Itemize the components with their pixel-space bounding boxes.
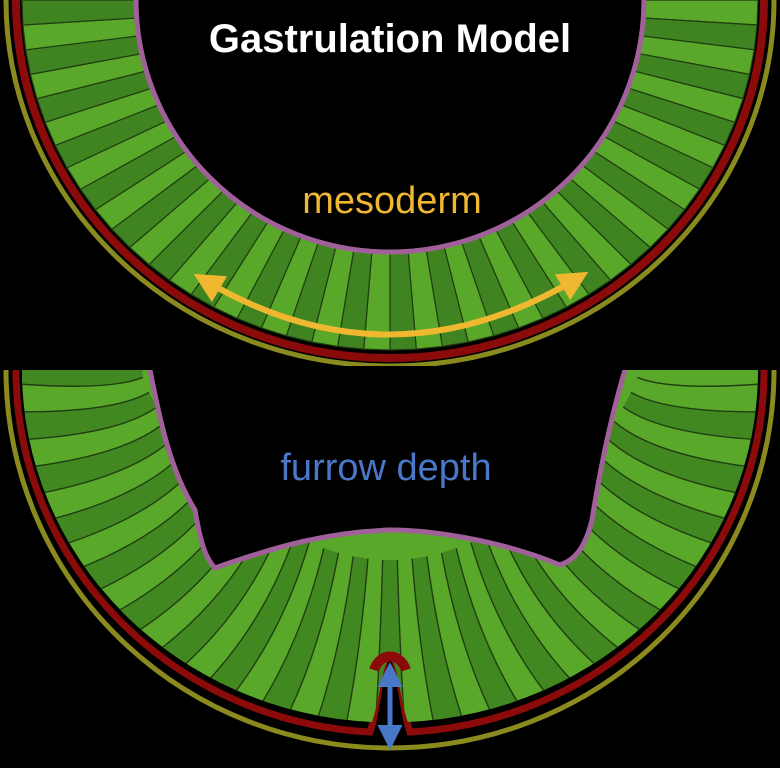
cell-boundary [21, 391, 150, 413]
cell-boundary [345, 558, 369, 722]
top-vitelline-membrane [3, 0, 777, 366]
cell-boundary [316, 556, 354, 720]
cell-boundary [484, 535, 573, 682]
cell [604, 421, 749, 494]
cell-boundary [613, 421, 749, 468]
cell-boundary [455, 548, 520, 705]
cell [581, 449, 728, 544]
cell [52, 449, 199, 544]
cell-boundary [637, 376, 759, 387]
cell [21, 392, 157, 440]
page-title: Gastrulation Model [209, 17, 571, 61]
cell [261, 548, 339, 713]
cell-boundary [603, 435, 740, 494]
top-basal-membrane [12, 0, 768, 362]
cell-boundary [622, 406, 755, 441]
mesoderm-label: mesoderm [302, 180, 482, 222]
bottom-apical-edge [147, 370, 628, 571]
cell-boundary [31, 421, 167, 468]
cell-boundary [233, 542, 310, 694]
cell-boundary [25, 406, 158, 441]
cell [80, 475, 225, 591]
cell-boundary [630, 391, 759, 413]
furrow-tip [369, 651, 411, 673]
cell-boundary [411, 558, 435, 722]
cell [412, 556, 463, 722]
double-headed-curved-arrow-icon [193, 271, 589, 338]
cell-boundary [260, 548, 325, 705]
cell-boundary [440, 552, 492, 713]
cell-boundary [470, 542, 547, 694]
furrow-depth-label: furrow depth [280, 447, 491, 489]
cell-boundary [288, 552, 340, 713]
cell-boundary [207, 535, 296, 682]
cell [317, 556, 368, 722]
cell-boundary [21, 376, 143, 387]
cell [31, 421, 176, 494]
top-apical-edge [133, 0, 647, 255]
cell [441, 548, 519, 713]
cell [623, 392, 759, 440]
cell [21, 370, 143, 387]
cell-boundary [426, 556, 464, 720]
